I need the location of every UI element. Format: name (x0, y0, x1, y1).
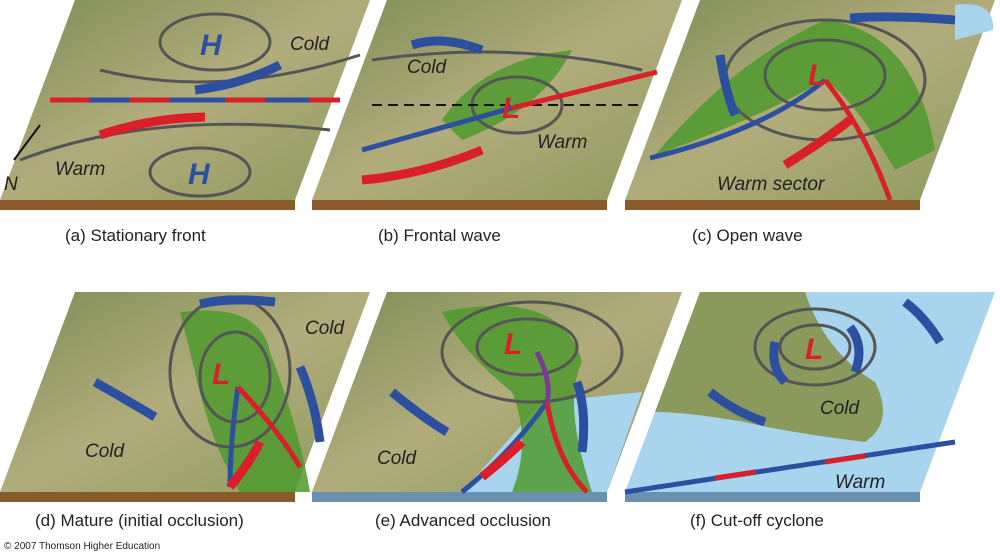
label-warm: Warm (537, 132, 587, 153)
warm-flow-arrow (98, 112, 206, 140)
label-cold: Cold (85, 441, 126, 462)
label-cold: Cold (820, 398, 861, 419)
caption-f: (f) Cut-off cyclone (690, 511, 824, 530)
isobar (148, 146, 252, 198)
high-pressure-symbol: H (200, 29, 223, 62)
label-cold: Cold (305, 318, 346, 339)
low-pressure-symbol: L (212, 358, 230, 391)
label-warm: Warm (835, 472, 885, 493)
low-pressure-symbol: L (808, 59, 826, 92)
label-cold: Cold (290, 34, 331, 55)
panel-advanced-occlusion: Cold L (e) Advanced occlusion (312, 292, 682, 530)
panel-frontal-wave: Cold Warm L (b) Frontal wave (312, 0, 682, 245)
caption-e: (e) Advanced occlusion (375, 511, 551, 530)
panel-cut-off-cyclone: Cold Warm L (f) Cut-off cyclone (624, 292, 995, 530)
occluded-front (534, 350, 551, 403)
north-arrow-icon (13, 124, 41, 161)
label-cold: Cold (377, 448, 418, 469)
isobar (158, 12, 272, 72)
low-pressure-symbol: L (805, 333, 823, 366)
caption-d: (d) Mature (initial occlusion) (35, 511, 244, 530)
caption-a: (a) Stationary front (65, 226, 206, 245)
north-label: N (4, 174, 18, 195)
panel-open-wave: Warm sector L (c) Open wave (625, 0, 995, 245)
low-pressure-symbol: L (502, 92, 520, 125)
high-pressure-symbol: H (188, 158, 211, 191)
copyright: © 2007 Thomson Higher Education (4, 541, 161, 552)
cold-flow-arrow (194, 60, 283, 95)
stationary-front (624, 439, 956, 495)
caption-c: (c) Open wave (692, 226, 803, 245)
label-cold: Cold (407, 57, 448, 78)
panel-stationary-front: Cold Warm H H N (a) Stationary front (0, 0, 370, 245)
caption-b: (b) Frontal wave (378, 226, 501, 245)
label-warm-sector: Warm sector (717, 174, 825, 195)
panel-mature: Cold Cold L (d) Mature (initial occlusio… (0, 292, 370, 530)
low-pressure-symbol: L (504, 328, 522, 361)
label-warm: Warm (55, 159, 105, 180)
